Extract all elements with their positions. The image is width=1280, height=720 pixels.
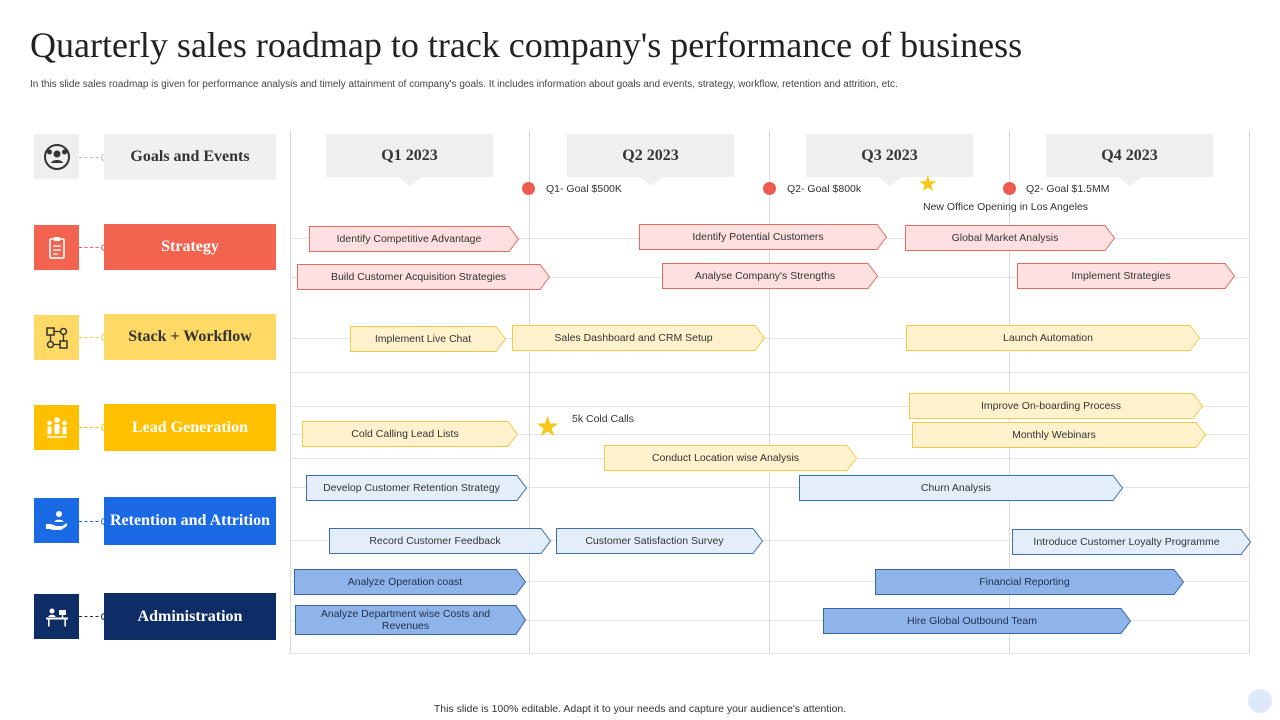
- task-bar: Analyse Company's Strengths: [662, 263, 879, 289]
- task-bar: Improve On-boarding Process: [909, 393, 1204, 419]
- row-label-goals-and-events: Goals and Events: [104, 134, 276, 180]
- row-label-lead-generation: Lead Generation: [104, 404, 276, 451]
- task-bar: Identify Potential Customers: [639, 224, 888, 250]
- grid-vline: [290, 130, 291, 654]
- task-bar: Cold Calling Lead Lists: [302, 421, 519, 447]
- desk-icon: [34, 594, 79, 639]
- grid-hline: [290, 620, 1250, 621]
- task-bar: Sales Dashboard and CRM Setup: [512, 325, 766, 351]
- corner-dot: [1248, 689, 1272, 713]
- row-label-stack-workflow: Stack + Workflow: [104, 314, 276, 360]
- grid-hline: [290, 372, 1250, 373]
- connector-admin: [79, 616, 104, 617]
- connector-lead: [79, 427, 104, 428]
- quarter-header-q2: Q2 2023: [567, 134, 734, 186]
- page-subtitle: In this slide sales roadmap is given for…: [30, 79, 898, 90]
- team-icon: [34, 134, 79, 179]
- milestone-dot: [1003, 182, 1016, 195]
- grid-vline: [769, 130, 770, 654]
- milestone-label: Q1- Goal $500K: [546, 183, 622, 195]
- grid-vline: [529, 130, 530, 654]
- row-label-administration: Administration: [104, 593, 276, 640]
- task-bar: Record Customer Feedback: [329, 528, 552, 554]
- task-bar: Identify Competitive Advantage: [309, 226, 520, 252]
- clipboard-icon: [34, 225, 79, 270]
- task-bar: Financial Reporting: [875, 569, 1185, 595]
- event-label: 5k Cold Calls: [572, 413, 634, 425]
- grid-hline: [290, 338, 1250, 339]
- grid-vline: [1009, 130, 1010, 654]
- task-bar: Global Market Analysis: [905, 225, 1116, 251]
- task-bar: Implement Live Chat: [350, 326, 507, 352]
- quarter-header-q1: Q1 2023: [326, 134, 493, 186]
- milestone-label: Q2- Goal $1.5MM: [1026, 183, 1110, 195]
- task-bar: Implement Strategies: [1017, 263, 1236, 289]
- quarter-header-q3: Q3 2023: [806, 134, 973, 186]
- connector-retention: [79, 521, 104, 522]
- task-bar: Monthly Webinars: [912, 422, 1207, 448]
- task-bar: Hire Global Outbound Team: [823, 608, 1132, 634]
- workflow-icon: [34, 315, 79, 360]
- row-label-retention-attrition: Retention and Attrition: [104, 497, 276, 545]
- event-label: New Office Opening in Los Angeles: [923, 201, 1088, 213]
- people-icon: [34, 405, 79, 450]
- task-bar: Conduct Location wise Analysis: [604, 445, 858, 471]
- footer-note: This slide is 100% editable. Adapt it to…: [433, 703, 847, 715]
- task-bar: Develop Customer Retention Strategy: [306, 475, 528, 501]
- star-icon: ★: [918, 171, 938, 196]
- grid-hline: [290, 540, 1250, 541]
- grid-vline: [1249, 130, 1250, 654]
- milestone-dot: [763, 182, 776, 195]
- milestone-label: Q2- Goal $800k: [787, 183, 862, 195]
- star-icon: ★: [535, 411, 561, 442]
- task-bar: Customer Satisfaction Survey: [556, 528, 764, 554]
- task-bar: Introduce Customer Loyalty Programme: [1012, 529, 1252, 555]
- page-title: Quarterly sales roadmap to track company…: [30, 25, 1023, 65]
- task-bar: Launch Automation: [906, 325, 1201, 351]
- hand-user-icon: [34, 498, 79, 543]
- milestone-dot: [522, 182, 535, 195]
- task-bar: Build Customer Acquisition Strategies: [297, 264, 551, 290]
- connector-strategy: [79, 247, 104, 248]
- grid-hline: [290, 581, 1250, 582]
- task-bar: Analyze Operation coast: [294, 569, 527, 595]
- grid-hline: [290, 406, 1250, 407]
- task-bar: Analyze Department wise Costs and Revenu…: [295, 605, 527, 635]
- quarter-header-q4: Q4 2023: [1046, 134, 1213, 186]
- task-bar: Churn Analysis: [799, 475, 1124, 501]
- grid-hline: [290, 434, 1250, 435]
- grid-hline: [290, 653, 1250, 654]
- row-label-strategy: Strategy: [104, 224, 276, 270]
- connector-goals: [79, 157, 104, 158]
- grid-hline: [290, 487, 1250, 488]
- connector-workflow: [79, 337, 104, 338]
